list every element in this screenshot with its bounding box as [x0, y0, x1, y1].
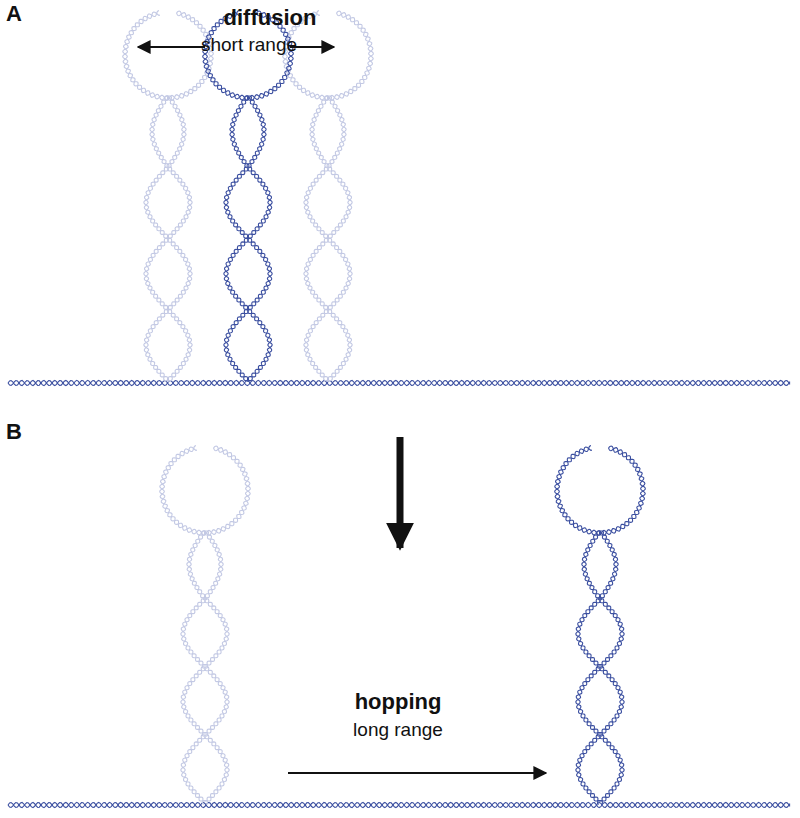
stem-strand	[304, 239, 328, 311]
stem-strand	[168, 167, 192, 239]
stem-strand	[247, 310, 272, 381]
dna-strand	[8, 802, 790, 807]
stem-strand	[187, 531, 206, 598]
stem-strand	[600, 667, 624, 737]
stem-strand	[600, 599, 624, 669]
panel-label: A	[6, 2, 22, 26]
stem-strand	[248, 310, 272, 382]
stem-strand	[167, 310, 192, 381]
stem-strand	[230, 96, 249, 167]
stem-strand	[168, 239, 192, 311]
mode-title: diffusion	[224, 6, 317, 30]
stem-strand	[168, 96, 187, 168]
dna-strand	[8, 802, 790, 807]
stem-strand	[248, 96, 267, 168]
stem-strand	[205, 531, 224, 600]
dna-strand	[8, 380, 790, 385]
stem-strand	[600, 735, 624, 805]
stem-strand	[304, 310, 328, 382]
stem-strand	[248, 239, 272, 311]
stem-strand	[205, 667, 229, 737]
stem-strand	[181, 735, 206, 802]
stem-strand	[576, 599, 601, 666]
stem-strand	[327, 96, 346, 167]
stem-strand	[224, 310, 248, 382]
stem-strand	[328, 239, 352, 311]
stem-strand	[310, 96, 329, 168]
stem-strand	[328, 96, 347, 168]
arrow	[288, 772, 546, 774]
stem-strand	[144, 310, 168, 382]
loop-strand	[555, 446, 646, 536]
panel-label: B	[6, 420, 22, 444]
stem-strand	[582, 531, 601, 598]
stem-strand	[310, 96, 329, 167]
mode-title: hopping	[355, 690, 442, 714]
arrow	[138, 46, 205, 48]
stem-strand	[181, 599, 206, 666]
dna-strand	[8, 380, 790, 385]
stem-strand	[328, 310, 352, 382]
loop-strand	[160, 446, 251, 536]
stem-strand	[247, 167, 272, 238]
stem-strand	[187, 531, 206, 600]
stem-strand	[168, 310, 192, 382]
stem-strand	[224, 239, 248, 311]
stem-strand	[150, 96, 169, 167]
stem-strand	[576, 667, 601, 734]
stem-strand	[600, 531, 619, 600]
stem-strand	[304, 167, 328, 239]
stem-strand	[167, 96, 186, 167]
stem-strand	[328, 167, 352, 239]
stem-strand	[224, 167, 248, 239]
stem-strand	[576, 735, 601, 802]
arrow	[397, 437, 404, 548]
range-label: long range	[353, 720, 443, 741]
stem-strand	[599, 531, 618, 598]
stem-strand	[167, 238, 192, 309]
stem-strand	[144, 167, 168, 239]
stem-strand	[167, 167, 192, 238]
stem-strand	[327, 238, 352, 309]
stem-strand	[205, 599, 229, 669]
stem-strand	[204, 531, 223, 598]
stem-strand	[205, 735, 229, 805]
stem-strand	[144, 239, 168, 311]
stem-strand	[327, 167, 352, 238]
stem-strand	[247, 96, 266, 167]
stem-strand	[327, 310, 352, 381]
loop-strand	[123, 11, 214, 101]
stem-strand	[230, 96, 249, 168]
range-label: short range	[201, 35, 297, 56]
stem-strand	[181, 667, 206, 734]
stem-strand	[150, 96, 169, 168]
stem-strand	[247, 238, 272, 309]
stem-strand	[248, 167, 272, 239]
stem-strand	[582, 531, 601, 600]
